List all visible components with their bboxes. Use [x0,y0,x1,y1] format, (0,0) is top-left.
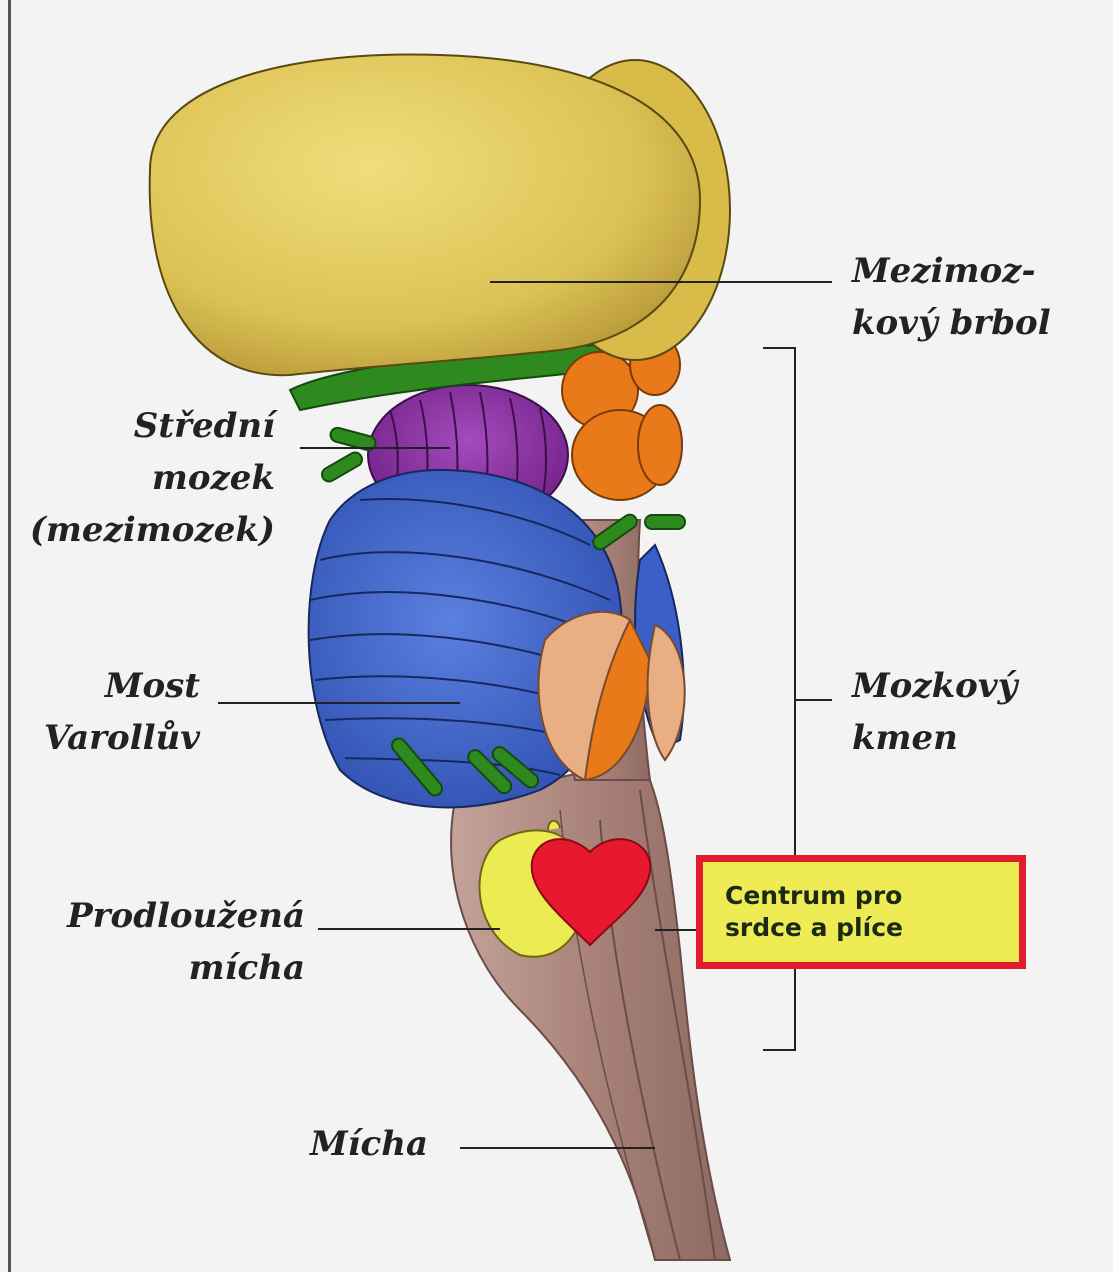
label-medulla: Prodloužená mícha [20,890,305,994]
peduncle-shape [538,612,684,780]
label-spinal-cord: Mícha [310,1118,428,1170]
label-diencephalic-hemisphere: Mezimoz- kový brbol [852,245,1051,349]
label-midbrain: Střední mozek (mezimozek) [20,400,275,556]
hemisphere-shape [150,54,730,375]
label-pons: Most Varollův [20,660,200,764]
callout-text: Centrum pro srdce a plíce [703,862,1019,944]
callout-box: Centrum pro srdce a plíce [696,855,1026,969]
label-brainstem: Mozkový kmen [852,660,1017,764]
